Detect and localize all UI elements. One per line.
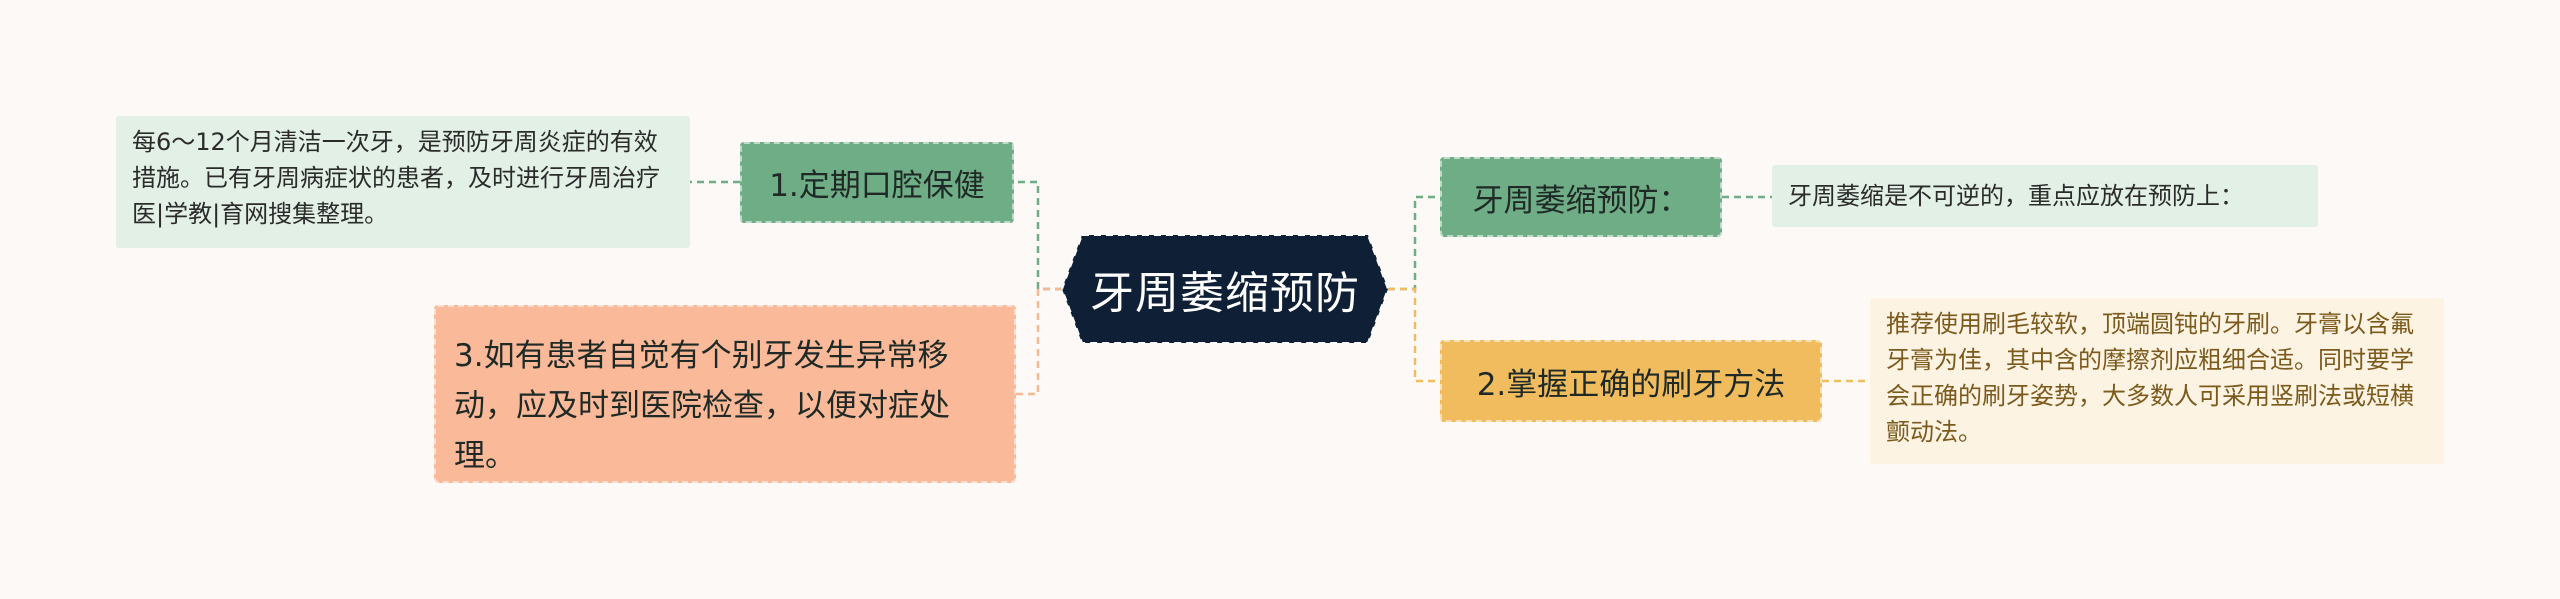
leaf-brushing-advice[interactable]: 推荐使用刷毛较软，顶端圆钝的牙刷。牙膏以含氟牙膏为佳，其中含的摩擦剂应粗细合适。… — [1870, 298, 2444, 464]
link-center-to-b3 — [1388, 287, 1440, 383]
branch-correct-brushing-method[interactable]: 2.掌握正确的刷牙方法 — [1440, 340, 1822, 422]
leaf-irreversible-note[interactable]: 牙周萎缩是不可逆的，重点应放在预防上： — [1772, 165, 2318, 227]
leaf-regular-cleaning-note[interactable]: 每6～12个月清洁一次牙，是预防牙周炎症的有效措施。已有牙周病症状的患者，及时进… — [116, 116, 690, 248]
link-center-to-b1 — [1014, 180, 1062, 291]
center-topic-label: 牙周萎缩预防 — [1090, 268, 1360, 319]
link-center-to-b4 — [1016, 287, 1062, 396]
branch-regular-oral-care[interactable]: 1.定期口腔保健 — [740, 142, 1014, 223]
branch-abnormal-tooth-movement[interactable]: 3.如有患者自觉有个别牙发生异常移动，应及时到医院检查，以便对症处理。 — [434, 305, 1016, 483]
link-center-to-b2 — [1388, 195, 1440, 291]
center-hexagon-shape — [1060, 234, 1390, 344]
center-topic[interactable]: 牙周萎缩预防 — [1060, 233, 1390, 345]
branch-gum-recession-prevention[interactable]: 牙周萎缩预防： — [1440, 157, 1722, 237]
